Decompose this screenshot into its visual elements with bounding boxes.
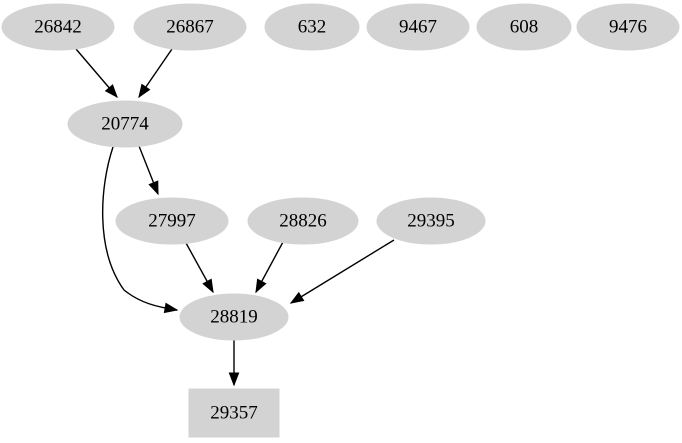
node-label: 9476 [609,16,647,37]
arrowhead [138,83,151,99]
node-label: 20774 [101,113,149,134]
node-label: 29395 [407,210,455,231]
node-label: 632 [298,16,327,37]
node-label: 608 [510,16,539,37]
node-ellipse[interactable] [1,3,115,51]
node-box[interactable] [188,388,280,438]
edge-20774-to-27997 [138,145,159,196]
node-ellipse[interactable] [115,197,229,245]
node-label: 29357 [210,402,258,423]
node-ellipse[interactable] [67,100,183,148]
node-608[interactable]: 608 [476,3,572,51]
node-ellipse[interactable] [576,3,680,51]
node-label: 28819 [210,306,258,327]
node-label: 28826 [279,210,327,231]
node-ellipse[interactable] [376,197,486,245]
edge-29395-to-28819 [289,239,395,304]
edge-26842-to-20774 [75,48,118,99]
edges-layer [75,48,395,387]
arrowhead [148,180,159,196]
edge-line [101,146,178,311]
node-ellipse[interactable] [264,3,360,51]
node-9467[interactable]: 9467 [366,3,470,51]
node-20774[interactable]: 20774 [67,100,183,148]
node-632[interactable]: 632 [264,3,360,51]
arrowhead [104,84,118,99]
node-29395[interactable]: 29395 [376,197,486,245]
edge-28826-to-28819 [255,241,284,294]
arrowhead [163,302,179,314]
node-label: 27997 [148,210,196,231]
edge-28819-to-29357 [228,340,240,387]
node-ellipse[interactable] [366,3,470,51]
node-label: 9467 [399,16,437,37]
edge-27997-to-28819 [185,242,214,294]
edge-20774-to-28819 [101,146,179,314]
nodes-layer: 26842 26867 632 9467 608 9476 20774 27997 28826 2… [1,3,680,438]
node-29357[interactable]: 29357 [188,388,280,438]
arrowhead [202,278,214,294]
node-ellipse[interactable] [133,3,247,51]
node-26842[interactable]: 26842 [1,3,115,51]
arrowhead [255,278,267,294]
node-label: 26842 [34,16,82,37]
arrowhead [228,372,240,387]
node-ellipse[interactable] [247,197,359,245]
node-label: 26867 [166,16,214,37]
node-9476[interactable]: 9476 [576,3,680,51]
node-28819[interactable]: 28819 [179,293,289,341]
node-26867[interactable]: 26867 [133,3,247,51]
arrowhead [289,291,305,304]
node-ellipse[interactable] [476,3,572,51]
node-ellipse[interactable] [179,293,289,341]
edge-26867-to-20774 [138,48,173,99]
edge-line [290,239,395,304]
node-28826[interactable]: 28826 [247,197,359,245]
node-27997[interactable]: 27997 [115,197,229,245]
